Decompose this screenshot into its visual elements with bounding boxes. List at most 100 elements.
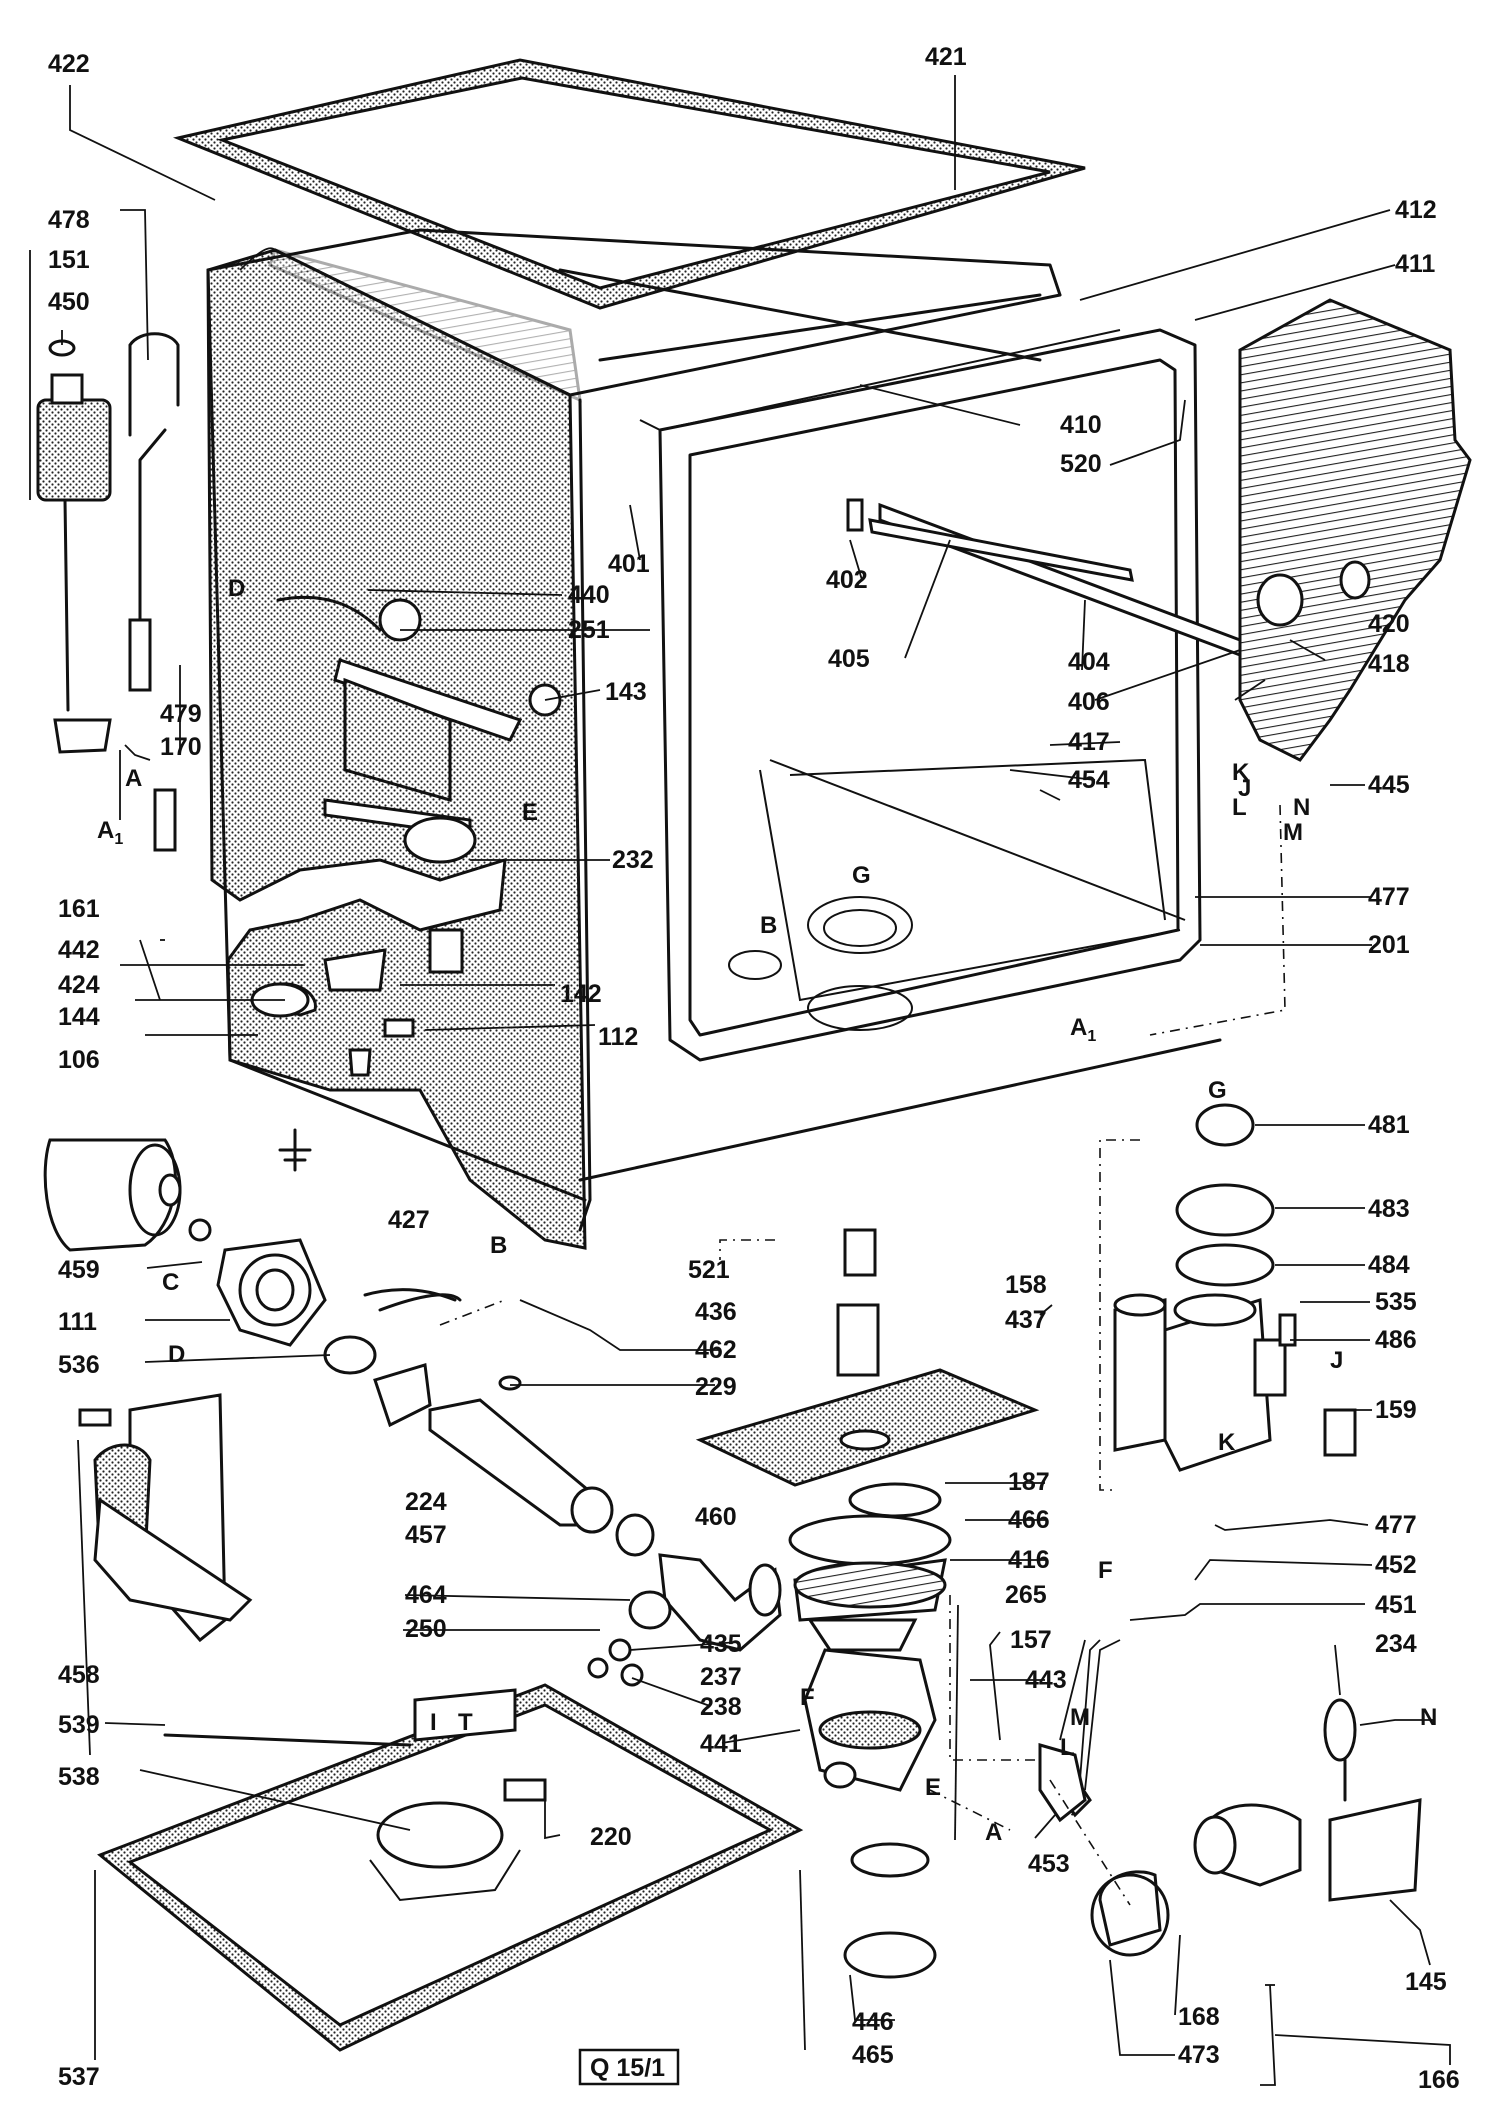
callout-437: 437: [1005, 1306, 1047, 1334]
letter-M-upper: M: [1283, 819, 1303, 846]
callout-537: 537: [58, 2063, 100, 2091]
circulation-motor: [43, 1138, 212, 1252]
tub-body: [658, 328, 1202, 1062]
callout-451: 451: [1375, 1591, 1417, 1619]
letter-A-lower: A: [985, 1819, 1002, 1846]
callout-457: 457: [405, 1521, 447, 1549]
letter-T: T: [458, 1709, 473, 1736]
letter-G-upper: G: [852, 862, 871, 889]
right-side-panel: [1238, 298, 1472, 762]
letter-A-upper: A: [125, 765, 142, 792]
callout-443: 443: [1025, 1666, 1067, 1694]
letter-B-upper: B: [760, 912, 777, 939]
callout-446: 446: [852, 2008, 894, 2036]
callout-483: 483: [1368, 1195, 1410, 1223]
letter-N-lower: N: [1420, 1704, 1437, 1731]
callout-538: 538: [58, 1763, 100, 1791]
left-small-parts: [36, 332, 180, 852]
letter-C: C: [162, 1269, 179, 1296]
callout-411: 411: [1395, 250, 1435, 278]
callout-458: 458: [58, 1661, 100, 1689]
callout-477-top: 477: [1368, 883, 1410, 911]
letter-A1-upper: A1: [97, 817, 123, 848]
callout-454: 454: [1068, 766, 1110, 794]
callout-460: 460: [695, 1503, 737, 1531]
callout-465: 465: [852, 2041, 894, 2069]
callout-265: 265: [1005, 1581, 1047, 1609]
callout-224: 224: [405, 1488, 447, 1516]
elbow-pipe: [628, 1553, 782, 1652]
callout-142: 142: [560, 980, 602, 1008]
callout-435: 435: [700, 1630, 742, 1658]
callout-401: 401: [608, 550, 650, 578]
callout-466: 466: [1008, 1506, 1050, 1534]
callout-520: 520: [1060, 450, 1102, 478]
callout-478: 478: [48, 206, 90, 234]
letter-L-lower: L: [1060, 1734, 1075, 1761]
letter-N-upper: N: [1293, 794, 1310, 821]
callout-479: 479: [160, 700, 202, 728]
letter-M-lower: M: [1070, 1704, 1090, 1731]
callout-168: 168: [1178, 2003, 1220, 2031]
leader-lines: [29, 75, 1451, 2086]
callout-450: 450: [48, 288, 90, 316]
callout-106: 106: [58, 1046, 100, 1074]
callout-145: 145: [1405, 1968, 1447, 1996]
letter-K-lower: K: [1218, 1429, 1236, 1456]
callout-166: 166: [1418, 2066, 1460, 2094]
callout-labels: 422 421 478 151 450 412 411 410 520 401 …: [48, 43, 1460, 2094]
connection-letters: D A A1 E G B K J L N M A1 G B C D J K F …: [97, 575, 1437, 1846]
callout-535: 535: [1375, 1288, 1417, 1316]
callout-421: 421: [925, 43, 967, 71]
callout-111: 111: [58, 1308, 97, 1336]
callout-422: 422: [48, 50, 90, 78]
circulation-pump: [216, 1238, 457, 1428]
callout-144: 144: [58, 1003, 100, 1031]
callout-220: 220: [590, 1823, 632, 1851]
callout-536: 536: [58, 1351, 100, 1379]
callout-440: 440: [568, 581, 610, 609]
letter-G-lower: G: [1208, 1077, 1227, 1104]
hoses-left: [276, 595, 462, 1312]
letter-D-upper: D: [228, 575, 245, 602]
callout-161: 161: [58, 895, 100, 923]
heater-relay-parts: [250, 928, 464, 1172]
callout-157: 157: [1010, 1626, 1052, 1654]
callout-234: 234: [1375, 1630, 1417, 1658]
callout-481: 481: [1368, 1111, 1410, 1139]
callout-453: 453: [1028, 1850, 1070, 1878]
callout-412: 412: [1395, 196, 1437, 224]
callout-159: 159: [1375, 1396, 1417, 1424]
callout-402: 402: [826, 566, 868, 594]
callout-464: 464: [405, 1581, 447, 1609]
callout-406: 406: [1068, 688, 1110, 716]
letter-J-lower: J: [1330, 1347, 1343, 1374]
callout-441: 441: [700, 1730, 742, 1758]
callout-410: 410: [1060, 411, 1102, 439]
base-tray: [97, 1683, 804, 2052]
callout-521: 521: [688, 1256, 730, 1284]
assembly-lines: [439, 804, 1286, 1906]
reference-code-box: Q 15/1: [578, 2048, 680, 2086]
callout-151: 151: [48, 246, 90, 274]
pump-hose: [428, 1375, 655, 1557]
callout-417: 417: [1068, 728, 1110, 756]
callout-238: 238: [700, 1693, 742, 1721]
callout-418: 418: [1368, 650, 1410, 678]
callout-405: 405: [828, 645, 870, 673]
letter-F-sump: F: [800, 1684, 815, 1711]
reference-code: Q 15/1: [590, 2054, 665, 2082]
callout-445: 445: [1368, 771, 1410, 799]
callout-251: 251: [568, 616, 610, 644]
callout-484: 484: [1368, 1251, 1410, 1279]
letter-L-upper: L: [1232, 794, 1247, 821]
callout-201: 201: [1368, 931, 1410, 959]
callout-170: 170: [160, 733, 202, 761]
letter-J-upper: J: [1238, 775, 1251, 802]
callout-477-bottom: 477: [1375, 1511, 1417, 1539]
callout-486: 486: [1375, 1326, 1417, 1354]
callout-459: 459: [58, 1256, 100, 1284]
callout-436: 436: [695, 1298, 737, 1326]
softener-tank: [1113, 1293, 1357, 1472]
